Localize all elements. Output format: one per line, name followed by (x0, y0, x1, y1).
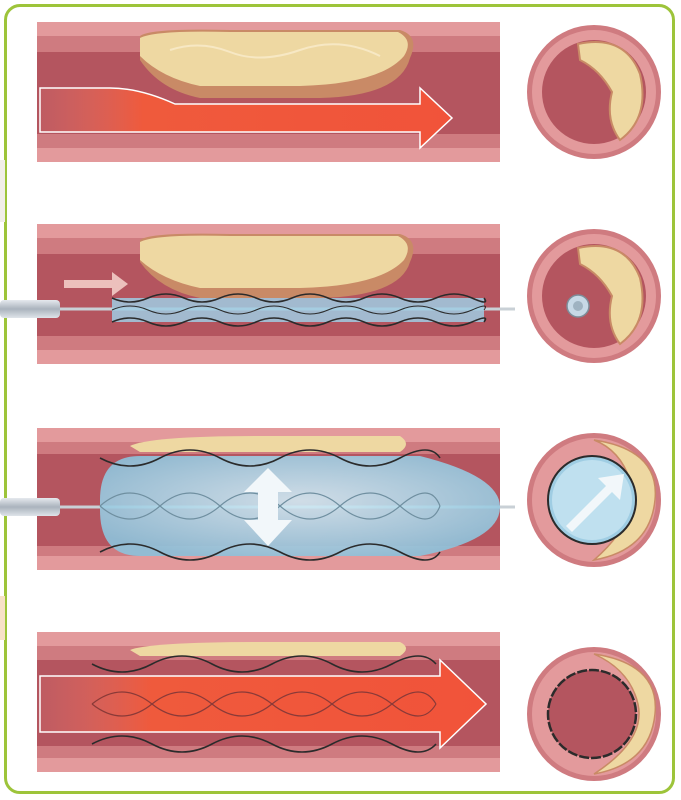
panel-3-vessel (0, 428, 515, 570)
collapsed-balloon (112, 298, 484, 322)
stent-cross-section (548, 670, 636, 758)
panel-4-vessel (37, 632, 500, 772)
panel-1-cross-section (527, 25, 661, 159)
panel-3-cross-section (527, 433, 661, 567)
panel-2-cross-section (527, 229, 661, 363)
panel-1-vessel (37, 22, 500, 162)
catheter (0, 300, 60, 318)
panel-4-cross-section (527, 647, 661, 781)
panel-2-vessel (0, 224, 515, 364)
